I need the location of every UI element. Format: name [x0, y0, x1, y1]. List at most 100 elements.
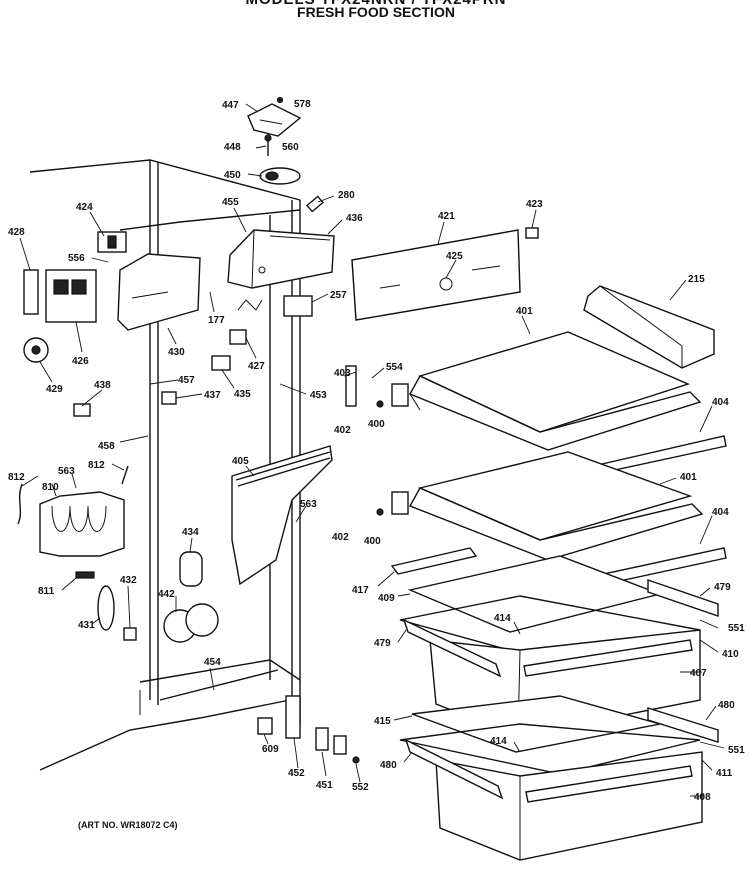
shelf-bracket-402-upper [376, 383, 409, 408]
callout-423: 423 [526, 199, 543, 210]
callout-427: 427 [248, 361, 265, 372]
bracket-452 [285, 695, 301, 739]
callout-405: 405 [232, 456, 249, 467]
callout-415: 415 [374, 716, 391, 727]
knob-432 [123, 627, 137, 641]
rail-480-left [404, 738, 504, 800]
cover-409 [407, 555, 663, 633]
callout-451: 451 [316, 780, 333, 791]
callout-labels: 447 578 448 560 450 280 455 436 421 423 … [8, 99, 745, 803]
callout-424: 424 [76, 202, 93, 213]
callout-452: 452 [288, 768, 305, 779]
callout-404-upper: 404 [712, 397, 729, 408]
callout-450: 450 [224, 170, 241, 181]
bracket-428 [23, 269, 39, 315]
heater-810 [39, 491, 125, 557]
callout-429: 429 [46, 384, 63, 395]
callout-810: 810 [42, 482, 59, 493]
clip-437 [161, 391, 177, 405]
callout-417: 417 [352, 585, 369, 596]
callout-425: 425 [446, 251, 463, 262]
callout-401-lower: 401 [680, 472, 697, 483]
light-shield-447 [247, 103, 302, 137]
callout-447: 447 [222, 100, 239, 111]
callout-448: 448 [224, 142, 241, 153]
callout-421: 421 [438, 211, 455, 222]
callout-812-left: 812 [8, 472, 25, 483]
callout-442: 442 [158, 589, 175, 600]
callout-479-right: 479 [714, 582, 731, 593]
callout-432: 432 [120, 575, 137, 586]
pan-frame-414-lower [399, 723, 701, 775]
callout-410: 410 [722, 649, 739, 660]
callout-551-upper: 551 [728, 623, 745, 634]
callout-430: 430 [168, 347, 185, 358]
callout-560: 560 [282, 142, 299, 153]
tube-812-left [17, 483, 23, 525]
crisper-cover-405 [231, 445, 333, 586]
callout-556: 556 [68, 253, 85, 264]
callout-454: 454 [204, 657, 221, 668]
callout-563-left: 563 [58, 466, 75, 477]
callout-435: 435 [234, 389, 251, 400]
air-duct-426 [45, 269, 97, 323]
switch-257 [283, 295, 313, 317]
screw-552 [352, 756, 360, 764]
callout-458: 458 [98, 441, 115, 452]
callout-400-upper: 400 [368, 419, 385, 430]
callout-401-upper: 401 [516, 306, 533, 317]
callout-177: 177 [208, 315, 225, 326]
damper-424 [97, 231, 127, 253]
callout-257: 257 [330, 290, 347, 301]
shelf-upper-401 [409, 331, 702, 451]
door-bin-215 [583, 285, 715, 369]
control-442 [163, 603, 219, 643]
art-number: (ART NO. WR18072 C4) [78, 820, 178, 830]
drawer-408 [435, 751, 703, 861]
fan-housing-430 [117, 253, 201, 331]
shelf-bracket-402-lower [376, 491, 409, 516]
leader-lines [19, 103, 725, 797]
callout-551-lower: 551 [728, 745, 745, 756]
cabinet-frame [29, 159, 301, 771]
callout-480-left: 480 [380, 760, 397, 771]
callout-811: 811 [38, 586, 55, 597]
callout-403: 403 [334, 368, 351, 379]
control-434 [179, 551, 203, 587]
tube-812-right [121, 465, 129, 485]
clip-435 [211, 355, 231, 371]
callout-453: 453 [310, 390, 327, 401]
rail-417 [390, 547, 478, 575]
callout-408: 408 [694, 792, 711, 803]
control-panel-421 [351, 229, 521, 321]
callout-414-upper: 414 [494, 613, 511, 624]
switch-280 [306, 195, 324, 213]
callout-812-right: 812 [88, 460, 105, 471]
callout-578: 578 [294, 99, 311, 110]
lamp-socket-438 [73, 403, 91, 417]
rail-480-right [647, 707, 719, 743]
rail-479-right [647, 579, 719, 617]
callout-431: 431 [78, 620, 95, 631]
callout-437: 437 [204, 390, 221, 401]
screw-578 [276, 96, 284, 104]
callout-409: 409 [378, 593, 395, 604]
callout-411: 411 [716, 768, 733, 779]
rail-479-left [402, 618, 502, 678]
callout-436: 436 [346, 213, 363, 224]
callout-400-lower: 400 [364, 536, 381, 547]
hinge-451 [315, 727, 329, 751]
diagram-title: MODELS TFX24NRN / TFX24PRN [0, 0, 752, 8]
callout-479-left: 479 [374, 638, 391, 649]
control-housing-436 [227, 229, 335, 289]
clip-811 [75, 571, 95, 579]
callout-414-lower: 414 [490, 736, 507, 747]
callout-455: 455 [222, 197, 239, 208]
shelf-lower-401 [408, 451, 704, 561]
socket-450 [259, 167, 301, 185]
light-bulb-423 [525, 227, 539, 239]
callout-404-lower: 404 [712, 507, 729, 518]
hinge-609 [257, 717, 273, 735]
callout-480-right: 480 [718, 700, 735, 711]
